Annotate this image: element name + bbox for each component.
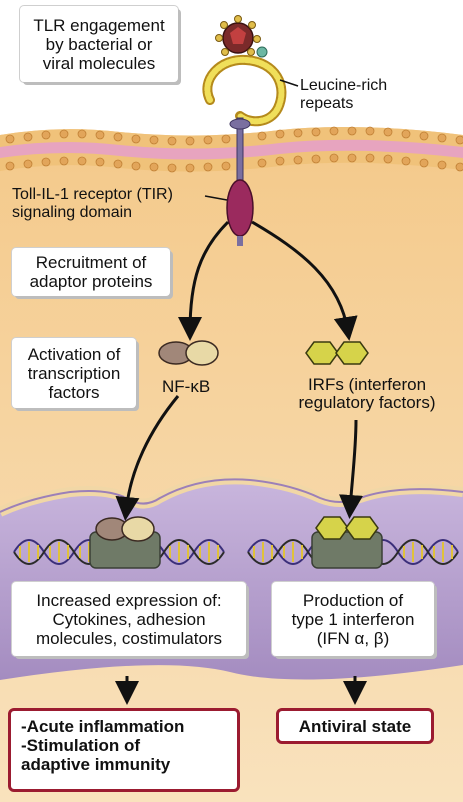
activation-box: Activation of transcription factors: [12, 338, 136, 408]
outcome-antiviral: Antiviral state: [276, 708, 434, 744]
irf-icon: [305, 341, 369, 365]
tlr-engagement-box: TLR engagement by bacterial or viral mol…: [20, 6, 178, 82]
nfkb-label: NF-κB: [162, 377, 211, 396]
nfkb-bound: [95, 516, 155, 542]
arrow-irfs-to-dna: [339, 419, 363, 519]
nfkb-icon: [158, 340, 219, 366]
arrow-to-nfkb: [178, 220, 230, 341]
tir-domain-icon: [226, 179, 254, 237]
arrow-to-irfs: [251, 220, 358, 341]
tir-pointer: [204, 195, 228, 201]
microbe-icon: [215, 15, 268, 58]
irfs-label: IRFs (interferon regulatory factors): [298, 375, 436, 412]
tir-label: Toll-IL-1 receptor (TIR) signaling domai…: [12, 186, 173, 221]
recruitment-box: Recruitment of adaptor proteins: [12, 248, 170, 296]
production-box: Production of type 1 interferon (IFN α, …: [272, 582, 434, 656]
leucine-rich-label: Leucine-rich repeats: [300, 77, 388, 112]
plasma-membrane: [0, 126, 463, 173]
arrow-nfkb-to-dna: [115, 395, 180, 521]
leucine-pointer: [279, 79, 299, 87]
leucine-rich-repeats-icon: [202, 54, 287, 127]
expression-box: Increased expression of: Cytokines, adhe…: [12, 582, 246, 656]
outcome-inflammation: -Acute inflammation -Stimulation of adap…: [8, 708, 240, 792]
promoter-right: [311, 531, 383, 569]
